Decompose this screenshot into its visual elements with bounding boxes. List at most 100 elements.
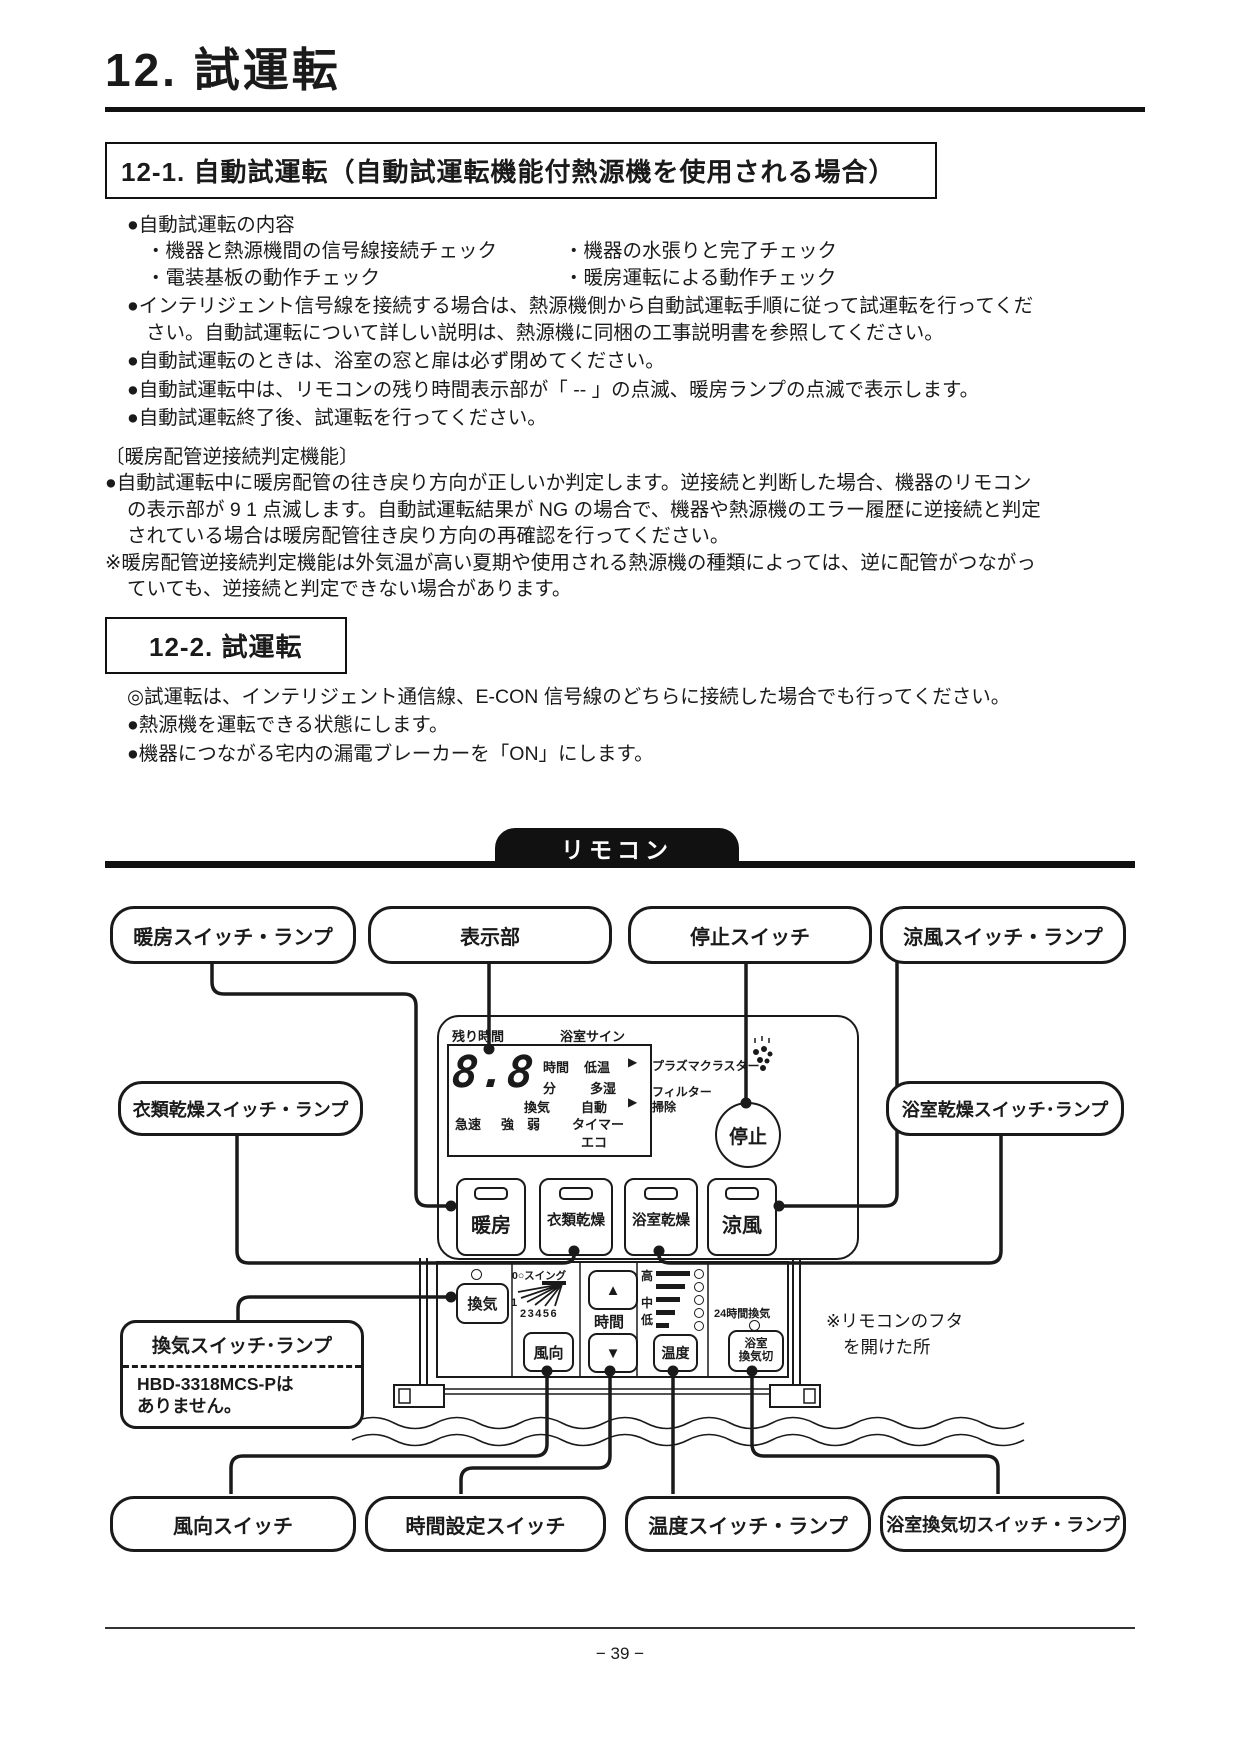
check-item: ・電装基板の動作チェック bbox=[146, 266, 381, 289]
display-lowtemp: 低温 bbox=[584, 1060, 611, 1075]
cover-open-note-line1: ※リモコンのフタ bbox=[826, 1311, 964, 1331]
bullet-intelligent-line: ●インテリジェント信号線を接続する場合は、熱源機側から自動試運転手順に従って試運… bbox=[127, 295, 1034, 318]
page-title: 12. 試運転 bbox=[105, 44, 341, 96]
temp-bar bbox=[656, 1271, 690, 1276]
wind-direction-button: 風向 bbox=[523, 1332, 574, 1372]
display-min: 分 bbox=[543, 1081, 557, 1096]
subnote-line: の表示部が 9 1 点滅します。自動試運転結果が NG の場合で、機器や熱源機の… bbox=[127, 498, 1041, 521]
triangle-icon: ▶ bbox=[628, 1095, 638, 1109]
display-hour: 時間 bbox=[543, 1060, 570, 1075]
clothes-dry-lamp bbox=[559, 1187, 593, 1200]
label-heating-switch: 暖房スイッチ・ランプ bbox=[110, 906, 356, 964]
check-row-2: ・電装基板の動作チェック ・暖房運転による動作チェック bbox=[146, 265, 1145, 292]
subnote-line: ●自動試運転中に暖房配管の往き戻り方向が正しいか判定します。逆接続と判断した場合… bbox=[105, 472, 1032, 495]
note-line: ※暖房配管逆接続判定機能は外気温が高い夏期や使用される熱源機の種類によっては、逆… bbox=[105, 551, 1036, 574]
check-item: ・機器と熱源機間の信号線接続チェック bbox=[146, 240, 498, 263]
display-auto: 自動 bbox=[581, 1100, 608, 1115]
bath-vent-off-button: 浴室 換気切 bbox=[728, 1330, 784, 1372]
filter-label: フィルター bbox=[652, 1085, 712, 1099]
seven-segment-digits: 8.8 bbox=[450, 1047, 537, 1098]
heating-button-label: 暖房 bbox=[471, 1215, 511, 1237]
temp-bar bbox=[656, 1323, 669, 1328]
section-12-2-heading: 12-2. 試運転 bbox=[105, 616, 347, 674]
check-item: ・暖房運転による動作チェック bbox=[564, 266, 837, 289]
label-bath-dry-switch: 浴室乾燥スイッチ･ランプ bbox=[886, 1081, 1124, 1136]
bath-vent-off-line1: 浴室 bbox=[744, 1337, 768, 1350]
heating-button: 暖房 bbox=[456, 1178, 526, 1256]
swing-numbers: 23456 bbox=[520, 1308, 559, 1320]
subsection-heading: 〔暖房配管逆接続判定機能〕 bbox=[105, 445, 359, 468]
label-bath-vent-off-switch: 浴室換気切スイッチ・ランプ bbox=[880, 1496, 1126, 1552]
stop-button: 停止 bbox=[715, 1102, 781, 1168]
temp-button: 温度 bbox=[653, 1334, 698, 1372]
footer-rule bbox=[105, 1627, 1135, 1629]
label-cool-switch: 涼風スイッチ・ランプ bbox=[880, 906, 1126, 964]
temp-led bbox=[694, 1269, 704, 1279]
vent-button: 換気 bbox=[456, 1283, 509, 1324]
label-clothes-dry-switch: 衣類乾燥スイッチ・ランプ bbox=[118, 1081, 363, 1136]
bath-dry-button-label: 浴室乾燥 bbox=[632, 1213, 690, 1229]
bath-dry-button: 浴室乾燥 bbox=[624, 1178, 698, 1256]
vent-note-line1: HBD-3318MCS-Pは bbox=[137, 1374, 294, 1394]
label-temp-switch: 温度スイッチ・ランプ bbox=[625, 1496, 871, 1552]
time-up-button: ▲ bbox=[588, 1270, 638, 1310]
temp-low-label: 低 bbox=[641, 1313, 654, 1327]
bullet-breaker-on: ●機器につながる宅内の漏電ブレーカーを「ON」にします。 bbox=[127, 742, 654, 765]
cool-breeze-button-label: 涼風 bbox=[722, 1215, 762, 1237]
display-vent: 換気 bbox=[524, 1100, 551, 1115]
bullet-after-auto-test: ●自動試運転終了後、試運転を行ってください。 bbox=[127, 407, 547, 430]
temp-led bbox=[694, 1308, 704, 1318]
check-item: ・機器の水張りと完了チェック bbox=[564, 240, 838, 263]
remote-banner: リモコン bbox=[495, 828, 739, 868]
bath-vent-off-line2: 換気切 bbox=[738, 1351, 774, 1363]
display-eco: エコ bbox=[581, 1135, 608, 1150]
swing-fan-icon bbox=[517, 1281, 566, 1307]
temp-bar bbox=[656, 1310, 675, 1315]
display-rapid: 急速 bbox=[455, 1117, 482, 1132]
title-rule bbox=[105, 106, 1145, 112]
bullet-close-window: ●自動試運転のときは、浴室の窓と扉は必ず閉めてください。 bbox=[127, 350, 665, 373]
vent-lamp bbox=[471, 1269, 482, 1280]
display-weak: 弱 bbox=[527, 1117, 541, 1132]
check-row-1: ・機器と熱源機間の信号線接続チェック ・機器の水張りと完了チェック bbox=[146, 238, 1145, 265]
temp-mid-label: 中 bbox=[641, 1296, 654, 1310]
temp-high-label: 高 bbox=[641, 1269, 654, 1283]
vent-note-line2: ありません。 bbox=[137, 1395, 242, 1416]
time-down-button: ▼ bbox=[588, 1333, 638, 1373]
temp-bar bbox=[656, 1297, 680, 1302]
ion-cluster-icon bbox=[753, 1036, 773, 1071]
subnote-line: されている場合は暖房配管往き戻り方向の再確認を行ってください。 bbox=[127, 525, 730, 548]
temp-led bbox=[694, 1295, 704, 1305]
display-timer: タイマー bbox=[572, 1117, 625, 1132]
bullet-heat-source-ready: ●熱源機を運転できる状態にします。 bbox=[127, 714, 449, 737]
note-line: ていても、逆接続と判定できない場合があります。 bbox=[127, 578, 572, 601]
bath-sign-label: 浴室サイン bbox=[560, 1029, 626, 1044]
temp-led bbox=[694, 1321, 704, 1331]
cover-open-note-line2: を開けた所 bbox=[843, 1337, 931, 1357]
swing-number-1: 1 bbox=[511, 1297, 518, 1309]
triangle-icon: ▶ bbox=[628, 1055, 638, 1069]
bullet-auto-test-contents: ●自動試運転の内容 bbox=[127, 213, 295, 236]
document-body: 12. 試運転 12-1. 自動試運転（自動試運転機能付熱源機を使用される場合）… bbox=[105, 44, 1145, 767]
plasmacluster-label: プラズマクラスター bbox=[652, 1059, 760, 1073]
cool-breeze-lamp bbox=[725, 1187, 759, 1200]
temp-led bbox=[694, 1282, 704, 1292]
display-strong: 強 bbox=[501, 1117, 515, 1132]
heating-lamp bbox=[474, 1187, 508, 1200]
clothes-dry-button-label: 衣類乾燥 bbox=[547, 1213, 605, 1229]
remaining-time-label: 残り時間 bbox=[452, 1029, 505, 1044]
temp-bar bbox=[656, 1284, 685, 1289]
cool-breeze-button: 涼風 bbox=[707, 1178, 777, 1256]
bath-dry-lamp bbox=[644, 1187, 678, 1200]
filter-clean-label: 掃除 bbox=[652, 1100, 677, 1114]
clothes-dry-button: 衣類乾燥 bbox=[539, 1178, 613, 1256]
page-number: − 39 − bbox=[595, 1644, 645, 1663]
label-time-switch: 時間設定スイッチ bbox=[365, 1496, 606, 1552]
label-wind-switch: 風向スイッチ bbox=[110, 1496, 356, 1552]
bullet-intelligent-line-cont: さい。自動試運転について詳しい説明は、熱源機に同梱の工事説明書を参照してください… bbox=[146, 321, 944, 344]
vent24-label: 24時間換気 bbox=[714, 1308, 771, 1320]
display-humid: 多湿 bbox=[590, 1081, 617, 1096]
section-12-1-heading: 12-1. 自動試運転（自動試運転機能付熱源機を使用される場合） bbox=[105, 141, 937, 199]
label-display: 表示部 bbox=[368, 906, 612, 964]
